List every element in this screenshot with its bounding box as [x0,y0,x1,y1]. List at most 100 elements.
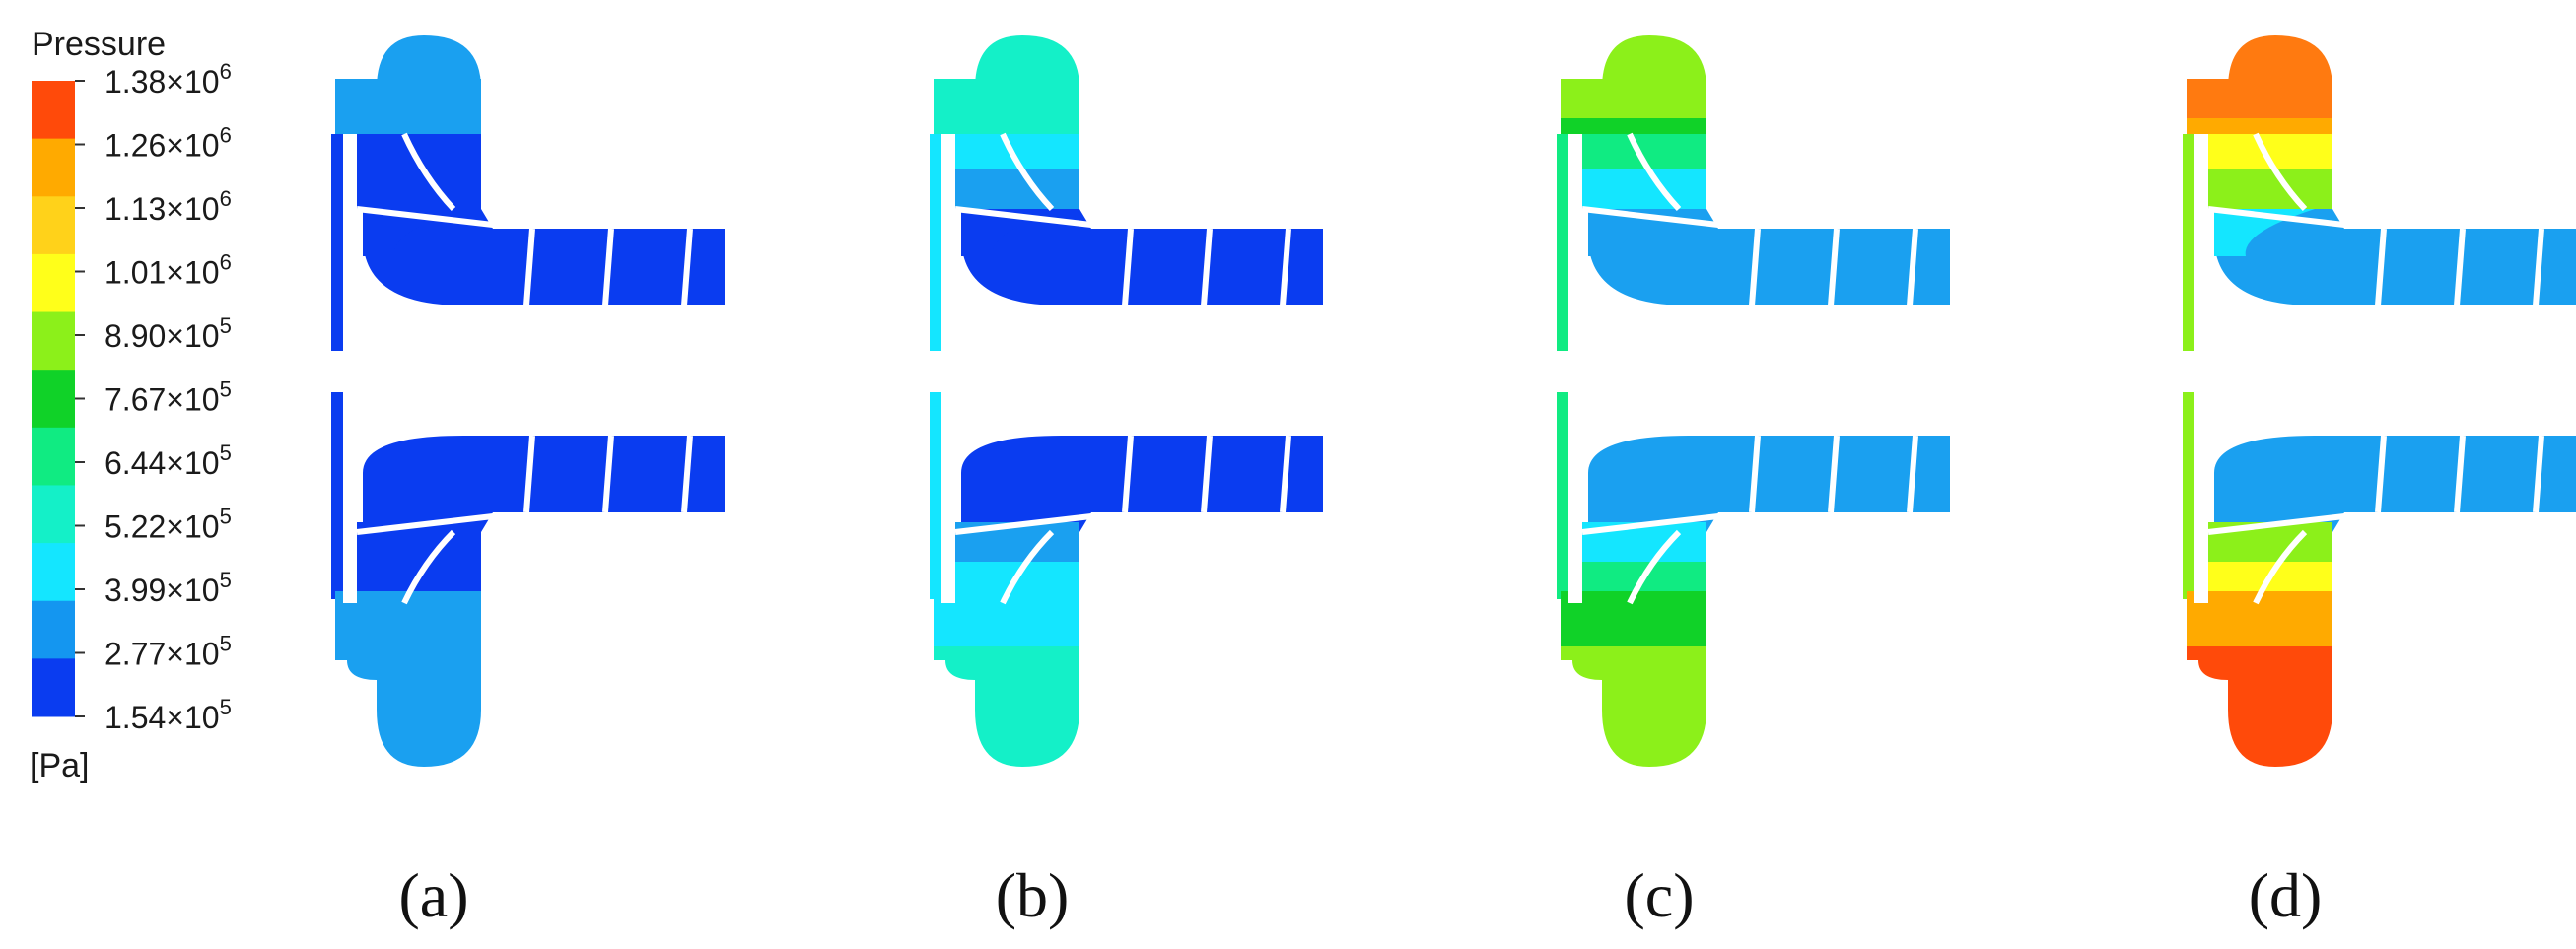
contour-panel: (a) [331,35,725,930]
colorbar-swatch [32,658,75,717]
upper-diffuser-vane [2375,228,2387,306]
lower-diffuser-vane [1828,435,1840,513]
colorbar-swatch [32,253,75,313]
lower-diffuser-vane [1201,435,1213,513]
colorbar-swatch [32,138,75,197]
blade-outlines [2207,132,2544,605]
blade-outlines [1581,132,1918,605]
lower-shaft-gap [1557,392,1568,599]
impeller-upper-band-2 [2208,169,2332,209]
impeller-upper-band-2 [357,169,481,209]
colorbar-swatch [32,427,75,486]
lower-diffuser-vane [1907,435,1918,513]
upper-shaft-gap [1557,134,1568,351]
colorbar-tick-label: 5.22×105 [104,505,232,545]
colorbar-tick-label: 1.13×106 [104,186,232,227]
colorbar-ticks: 1.38×106 1.26×106 1.13×106 1.01×106 8.90×105… [75,59,232,735]
colorbar-tick-label: 1.54×105 [104,695,232,735]
upper-diffuser-vane [2533,228,2544,306]
impeller-upper-band-2 [955,169,1079,209]
lower-diffuser-vane [1280,435,1291,513]
contour-panel: (c) [1557,35,1950,930]
upper-diffuser-vane [2454,228,2466,306]
upper-shaft-gap [2183,134,2194,351]
lower-flow-passage [363,436,725,532]
lower-diffuser-vane [681,435,693,513]
colorbar-tick-label: 1.26×106 [104,123,232,164]
upper-diffuser-vane [1201,228,1213,306]
colorbar-tick-label: 1.01×106 [104,250,232,291]
upper-flow-passage [1588,209,1950,305]
colorbar-swatch [32,196,75,255]
lower-shaft-gap [930,392,941,599]
lower-flow-passage [2214,436,2576,532]
upper-shroud-line [954,206,1092,228]
volute-bottom-cap [1561,646,1706,767]
lower-diffuser-vane [523,435,535,513]
lower-diffuser-vane [1749,435,1761,513]
upper-impeller-exit [2214,209,2315,256]
lower-blade-curve [2253,529,2308,605]
shaft-wall [2194,134,2208,603]
colorbar-tick-label: 7.67×105 [104,377,232,418]
lower-blade-curve [1000,529,1055,605]
colorbar-tick-label: 6.44×105 [104,441,232,481]
colorbar: Pressure 1.38×106 1.26×106 1.13×106 1.01×10… [30,26,232,784]
panel-label: (d) [2249,860,2323,930]
lower-diffuser-vane [2533,435,2544,513]
lower-shroud-line [356,513,494,535]
upper-shroud-line [356,206,494,228]
lower-shroud-line [954,513,1092,535]
colorbar-tick-label: 8.90×105 [104,313,232,354]
upper-diffuser-vane [1749,228,1761,306]
panel-label: (c) [1624,860,1694,930]
lower-flow-passage [961,436,1323,532]
shaft-wall [941,134,955,603]
upper-impeller-exit [961,209,1062,256]
upper-diffuser-vane [1907,228,1918,306]
colorbar-unit: [Pa] [30,747,89,784]
colorbar-swatch [32,81,75,140]
colorbar-swatch [32,485,75,544]
lower-diffuser-vane [2375,435,2387,513]
lower-diffuser-vane [1122,435,1134,513]
contour-panel: (b) [930,35,1323,930]
colorbar-swatch [32,311,75,371]
upper-diffuser-vane [1280,228,1291,306]
colorbar-tick-label: 3.99×105 [104,568,232,608]
upper-impeller-exit [1588,209,1689,256]
volute-bottom-cap [2187,646,2332,767]
colorbar-tick-label: 1.38×106 [104,59,232,100]
upper-shroud-line [2207,206,2345,228]
upper-blade-curve [401,132,456,212]
upper-flow-passage [2214,209,2576,305]
upper-diffuser-vane [1122,228,1134,306]
colorbar-swatch [32,370,75,429]
blade-outlines [356,132,693,605]
lower-blade-curve [1627,529,1682,605]
upper-diffuser-vane [523,228,535,306]
shaft-wall [343,134,357,603]
contour-panels: (a) (b) (c) (d) [331,35,2576,930]
upper-diffuser-vane [602,228,614,306]
lower-shroud-line [1581,513,1719,535]
shaft-wall [1568,134,1582,603]
panel-label: (a) [398,860,468,930]
upper-blade-curve [2253,132,2308,212]
upper-shaft-gap [930,134,941,351]
contour-panel: (d) [2183,35,2576,930]
colorbar-swatch [32,600,75,659]
colorbar-tick-label: 2.77×105 [104,632,232,672]
upper-shaft-gap [331,134,343,351]
upper-diffuser-vane [681,228,693,306]
colorbar-title: Pressure [32,26,166,63]
lower-diffuser-vane [2454,435,2466,513]
colorbar-swatch [32,543,75,602]
panel-label: (b) [996,860,1070,930]
impeller-upper-band-2 [1582,169,1706,209]
volute-bottom-cap [934,646,1079,767]
lower-shaft-gap [331,392,343,599]
lower-blade-curve [401,529,456,605]
lower-shroud-line [2207,513,2345,535]
